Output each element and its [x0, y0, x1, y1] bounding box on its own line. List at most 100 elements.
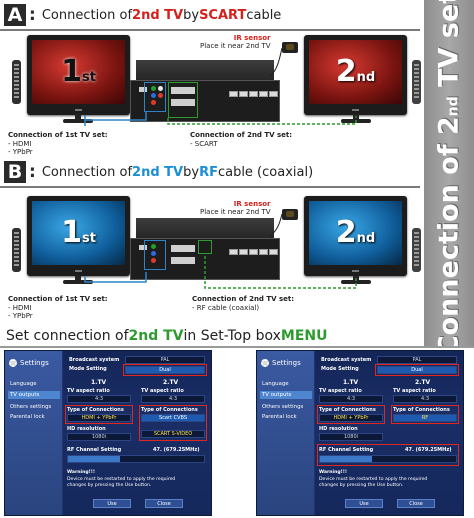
rf-channel-label: RF Channel Setting	[67, 447, 122, 453]
tv-stand	[63, 275, 93, 285]
tv2-connection-value[interactable]: RF	[393, 414, 457, 422]
section-a-letter: A	[4, 4, 26, 26]
tv-1: 1st	[27, 196, 130, 276]
tv1-connection-value[interactable]: HDMI + YPbPr	[67, 414, 131, 422]
tv1-connection-value[interactable]: HDMI + YPbPr	[319, 414, 383, 422]
set-top-box	[130, 60, 280, 124]
divider	[0, 29, 420, 31]
ir-sensor-icon	[282, 209, 298, 220]
remote-control-icon	[412, 228, 421, 272]
menu-item-language[interactable]: Language	[262, 381, 289, 387]
menu-item-tv-outputs[interactable]: TV outputs	[8, 391, 60, 399]
menu-item-tv-outputs[interactable]: TV outputs	[260, 391, 312, 399]
broadcast-system-value[interactable]: PAL	[125, 356, 205, 364]
cables-a	[84, 47, 357, 126]
menu-item-parental-lock[interactable]: Parental lock	[262, 414, 297, 420]
tv-1-label: 1st	[61, 215, 96, 250]
use-button[interactable]: Use	[93, 499, 131, 508]
section-c-heading: Set connection of 2nd TV in Set-Top box …	[6, 328, 328, 344]
close-button[interactable]: Close	[397, 499, 435, 508]
tv2-connection-option[interactable]: SCART S-VIDEO	[141, 430, 205, 438]
tv-stand	[341, 275, 371, 285]
section-b-letter: B	[4, 161, 26, 183]
connection-type-label: Type of Connections	[67, 407, 124, 413]
cables-b	[84, 213, 357, 289]
menu-item-others-settings[interactable]: Others settings	[10, 404, 52, 410]
rf-channel-label: RF Channel Setting	[319, 447, 374, 453]
menu-content: Broadcast system PAL Mode Setting Dual 1…	[63, 351, 211, 515]
rf-channel-value: 47. (679.25MHz)	[153, 447, 200, 453]
tv1-aspect-value[interactable]: 4:3	[67, 395, 131, 403]
rf-channel-value: 47. (679.25MHz)	[405, 447, 452, 453]
tv-2: 2nd	[304, 196, 407, 276]
menu-content: Broadcast system PAL Mode Setting Dual 1…	[315, 351, 463, 515]
warning-title: Warning!!!	[319, 470, 347, 475]
tv1-connection-label: Connection of 1st TV set: - HDMI - YPbPr	[8, 295, 108, 320]
menu-item-language[interactable]: Language	[10, 381, 37, 387]
tv-stand	[63, 114, 93, 124]
tv-1: 1st	[27, 35, 130, 115]
menu-title: Settings	[9, 359, 49, 367]
hd-resolution-label: HD resolution	[319, 426, 358, 432]
hd-resolution-value[interactable]: 1080i	[67, 433, 131, 441]
tv2-connection-value[interactable]: Scart CVBS	[141, 414, 205, 422]
broadcast-system-value[interactable]: PAL	[377, 356, 457, 364]
menu-sidebar: Settings Language TV outputs Others sett…	[257, 351, 314, 515]
gear-icon	[261, 359, 269, 367]
warning-line-1: Device must be restarted to apply the re…	[67, 477, 176, 482]
mode-setting-value[interactable]: Dual	[377, 366, 457, 374]
rf-channel-fill	[68, 456, 120, 462]
menu-sidebar: Settings Language TV outputs Others sett…	[5, 351, 62, 515]
settings-menu-rf: Settings Language TV outputs Others sett…	[256, 350, 464, 516]
remote-control-icon	[412, 60, 421, 104]
mode-setting-label: Mode Setting	[321, 366, 359, 372]
connection-type-label: Type of Connections	[319, 407, 376, 413]
aspect-label: TV aspect ratio	[393, 388, 436, 394]
section-a-heading: A: Connection of 2nd TV by SCART cable	[4, 2, 281, 28]
aspect-label: TV aspect ratio	[67, 388, 110, 394]
connection-type-label: Type of Connections	[393, 407, 450, 413]
tv-2: 2nd	[304, 35, 407, 115]
menu-item-parental-lock[interactable]: Parental lock	[10, 414, 45, 420]
connection-type-label: Type of Connections	[141, 407, 198, 413]
mode-setting-label: Mode Setting	[69, 366, 107, 372]
broadcast-system-label: Broadcast system	[321, 357, 372, 363]
mode-setting-value[interactable]: Dual	[125, 366, 205, 374]
warning-line-1: Device must be restarted to apply the re…	[319, 477, 428, 482]
tv1-connection-label: Connection of 1st TV set: - HDMI - YPbPr	[8, 131, 108, 156]
tv2-aspect-value[interactable]: 4:3	[141, 395, 205, 403]
tv1-aspect-value[interactable]: 4:3	[319, 395, 383, 403]
rf-channel-slider[interactable]	[319, 455, 457, 463]
banner-title: Connection of 2nd TV set	[433, 0, 465, 346]
aspect-label: TV aspect ratio	[141, 388, 184, 394]
use-button[interactable]: Use	[345, 499, 383, 508]
tv-2-label: 2nd	[335, 54, 376, 89]
ir-sensor-icon	[282, 42, 298, 53]
tv2-header: 2.TV	[415, 379, 431, 386]
tv2-header: 2.TV	[163, 379, 179, 386]
section-b-heading: B: Connection of 2nd TV by RF cable (coa…	[4, 159, 313, 185]
divider	[0, 186, 420, 188]
warning-line-2: changes by pressing the Use button.	[319, 483, 404, 488]
warning-line-2: changes by pressing the Use button.	[67, 483, 152, 488]
menu-title: Settings	[261, 359, 301, 367]
tv1-header: 1.TV	[91, 379, 107, 386]
ir-sensor-label: IR sensor Place it near 2nd TV	[200, 34, 271, 50]
broadcast-system-label: Broadcast system	[69, 357, 120, 363]
hd-resolution-value[interactable]: 1080i	[319, 433, 383, 441]
tv-2-label: 2nd	[335, 215, 376, 250]
tv2-connection-label: Connection of 2nd TV set: - RF cable (co…	[192, 295, 295, 312]
tv-1-label: 1st	[61, 54, 96, 89]
remote-control-icon	[12, 60, 21, 104]
close-button[interactable]: Close	[145, 499, 183, 508]
rf-channel-slider[interactable]	[67, 455, 205, 463]
divider	[0, 346, 474, 348]
remote-control-icon	[12, 228, 21, 272]
rf-channel-fill	[320, 456, 372, 462]
menu-item-others-settings[interactable]: Others settings	[262, 404, 304, 410]
warning-title: Warning!!!	[67, 470, 95, 475]
hd-resolution-label: HD resolution	[67, 426, 106, 432]
side-banner: Connection of 2nd TV set	[424, 0, 474, 346]
tv2-aspect-value[interactable]: 4:3	[393, 395, 457, 403]
ir-sensor-label: IR sensor Place it near 2nd TV	[200, 200, 271, 216]
